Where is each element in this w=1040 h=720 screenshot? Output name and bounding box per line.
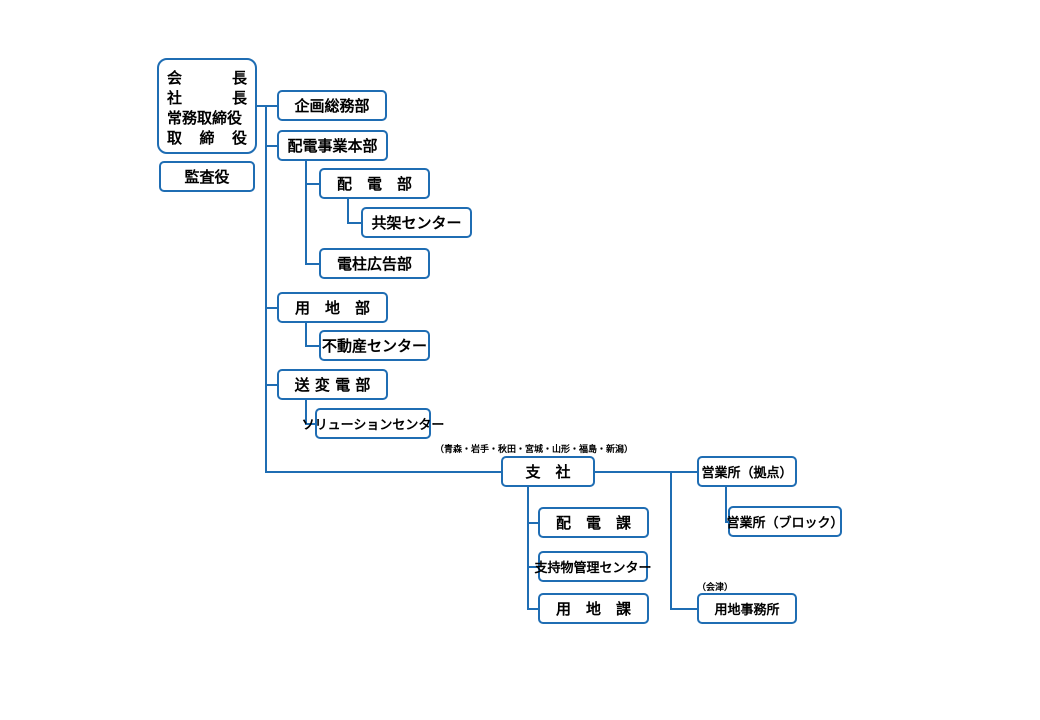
auditor-box: 監査役	[159, 161, 255, 192]
haiden-bu-box: 配 電 部	[319, 168, 430, 199]
kyoka-center-box: 共架センター	[361, 207, 472, 238]
block-sub-line	[725, 486, 727, 522]
sohen-box: 送 変 電 部	[277, 369, 388, 400]
eigyo-sub-line	[670, 471, 672, 609]
haiden-honbu-connector	[265, 145, 277, 147]
youchi-bu-connector	[265, 307, 277, 309]
block-connector	[725, 521, 728, 523]
shisha-connector	[265, 471, 501, 473]
haiden-ka-box: 配 電 課	[538, 507, 649, 538]
solution-box: ソリューションセンター	[302, 408, 444, 439]
fudosan-box: 不動産センター	[319, 330, 430, 361]
exec-row-managing-director: 常務取締役	[167, 109, 243, 127]
eigyo-block-box: 営業所（ブロック）	[727, 506, 844, 537]
haiden-ka-connector	[527, 522, 538, 524]
youchi-ka-connector	[527, 608, 538, 610]
youchi-sub-line	[305, 322, 307, 346]
exec-row-president: 社長	[167, 89, 247, 107]
shisha-right-connector	[594, 471, 697, 473]
fudosan-connector	[305, 345, 319, 347]
aizu-note: （会津）	[697, 583, 734, 593]
kyoka-connector	[347, 222, 361, 224]
denchu-box: 電柱広告部	[319, 248, 430, 279]
sohen-sub-line	[305, 400, 307, 424]
honbu-sub-line	[305, 160, 307, 264]
exec-row-chairman: 会長	[167, 69, 247, 87]
executive-box: 会長 社長 常務取締役 取締役	[157, 58, 257, 154]
solution-connector	[305, 423, 315, 425]
denchu-connector	[305, 263, 319, 265]
youchi-jimusho-box: 用地事務所	[697, 593, 797, 624]
trunk-line	[265, 105, 267, 472]
youchi-ka-box: 用 地 課	[538, 593, 649, 624]
shisha-box: 支 社	[501, 456, 595, 487]
shisha-sub-line	[527, 487, 529, 609]
branch-note: （青森・岩手・秋田・宮城・山形・福島・新潟）	[435, 445, 634, 455]
exec-row-director: 取締役	[167, 129, 247, 147]
kikaku-box: 企画総務部	[277, 90, 387, 121]
eigyo-kyoten-box: 営業所（拠点）	[697, 456, 797, 487]
haiden-honbu-box: 配電事業本部	[277, 130, 388, 161]
haiden-bu-connector	[305, 183, 319, 185]
jimusho-connector	[670, 608, 697, 610]
sohen-connector	[265, 384, 277, 386]
shiji-center-box: 支持物管理センター	[535, 551, 652, 582]
kikaku-connector	[265, 105, 277, 107]
youchi-bu-box: 用 地 部	[277, 292, 388, 323]
kyoka-sub-line	[347, 199, 349, 223]
shiji-connector	[527, 566, 538, 568]
